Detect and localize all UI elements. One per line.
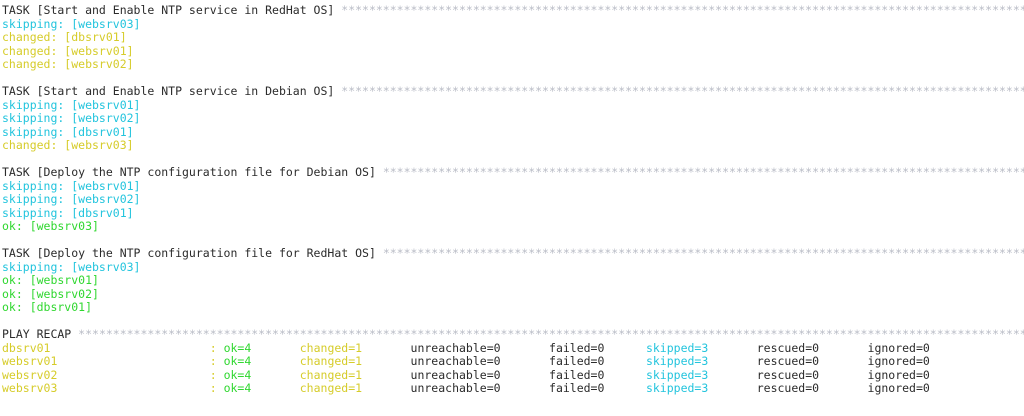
asterisk-separator: ****************************************… — [382, 246, 1024, 260]
recap-failed-count: failed=0 — [549, 367, 646, 382]
task-status-line: ok: [websrv01] — [2, 273, 1024, 288]
recap-unreachable-count: unreachable=0 — [410, 367, 550, 382]
line-text: skipping: [websrv03] — [2, 16, 141, 31]
recap-unreachable-count: unreachable=0 — [410, 381, 550, 395]
shell-prompt-line[interactable] — [2, 396, 1024, 410]
line-text: ok: [websrv03] — [2, 219, 99, 233]
recap-failed-count: failed=0 — [549, 354, 646, 368]
recap-rescued-count: rescued=0 — [756, 367, 868, 382]
recap-ok-count: ok=4 — [223, 367, 300, 382]
line-text: changed: [dbsrv01] — [2, 30, 127, 44]
recap-hostname: websrv01 — [2, 354, 210, 368]
line-text: skipping: [dbsrv01] — [2, 124, 134, 139]
task-status-line: skipping: [websrv01] — [2, 97, 1024, 113]
line-text: ok: [dbsrv01] — [2, 300, 93, 314]
play-recap-table: dbsrv01 : ok=4 changed=1 unreachable=0 f… — [2, 340, 1024, 396]
task-header-line: TASK [Start and Enable NTP service in De… — [2, 84, 1024, 99]
recap-skipped-count: skipped=3 — [645, 354, 757, 368]
recap-row: dbsrv01 : ok=4 changed=1 unreachable=0 f… — [2, 340, 1024, 356]
task-status-line: ok: [websrv02] — [2, 286, 1024, 302]
line-text: TASK [Start and Enable NTP service in Re… — [2, 3, 342, 17]
line-text: ok: [websrv02] — [2, 286, 99, 301]
recap-ignored-count: ignored=0 — [867, 354, 930, 368]
recap-colon: : — [209, 340, 224, 355]
blank-line — [2, 315, 1024, 329]
recap-failed-count: failed=0 — [549, 381, 646, 395]
asterisk-separator: ****************************************… — [78, 327, 1024, 341]
recap-colon: : — [209, 354, 224, 368]
line-text: TASK [Deploy the NTP configuration file … — [2, 246, 383, 260]
task-status-line: changed: [websrv02] — [2, 57, 1024, 72]
task-status-line: changed: [websrv01] — [2, 43, 1024, 59]
task-status-line: skipping: [dbsrv01] — [2, 124, 1024, 140]
recap-ignored-count: ignored=0 — [867, 367, 930, 382]
recap-hostname: dbsrv01 — [2, 340, 210, 355]
recap-failed-count: failed=0 — [549, 340, 646, 355]
task-status-line: skipping: [websrv02] — [2, 192, 1024, 207]
task-header-line: TASK [Start and Enable NTP service in Re… — [2, 3, 1024, 18]
task-status-line: ok: [websrv03] — [2, 219, 1024, 234]
recap-ok-count: ok=4 — [223, 354, 300, 368]
task-status-line: skipping: [websrv01] — [2, 178, 1024, 194]
asterisk-separator: ****************************************… — [382, 165, 1024, 179]
terminal-lines: TASK [Start and Enable NTP service in Re… — [2, 3, 1024, 342]
recap-row: websrv01 : ok=4 changed=1 unreachable=0 … — [2, 354, 1024, 369]
recap-ok-count: ok=4 — [223, 340, 300, 355]
line-text: ok: [websrv01] — [2, 273, 99, 287]
task-header-line: TASK [Deploy the NTP configuration file … — [2, 165, 1024, 180]
task-status-line: changed: [dbsrv01] — [2, 30, 1024, 45]
recap-row: websrv02 : ok=4 changed=1 unreachable=0 … — [2, 367, 1024, 383]
recap-skipped-count: skipped=3 — [645, 340, 757, 355]
recap-rescued-count: rescued=0 — [756, 340, 868, 355]
line-text: skipping: [websrv01] — [2, 178, 141, 193]
recap-changed-count: changed=1 — [299, 381, 411, 395]
line-text: skipping: [websrv02] — [2, 192, 141, 206]
recap-hostname: websrv03 — [2, 381, 210, 395]
task-header-line: TASK [Deploy the NTP configuration file … — [2, 246, 1024, 261]
recap-changed-count: changed=1 — [299, 340, 411, 355]
line-text: changed: [websrv03] — [2, 138, 134, 152]
task-status-line: skipping: [dbsrv01] — [2, 205, 1024, 221]
asterisk-separator: ****************************************… — [341, 84, 1024, 98]
asterisk-separator: ****************************************… — [341, 3, 1024, 17]
line-text: skipping: [websrv02] — [2, 111, 141, 125]
recap-ignored-count: ignored=0 — [867, 381, 930, 395]
recap-changed-count: changed=1 — [299, 367, 411, 382]
recap-colon: : — [209, 381, 224, 395]
line-text: TASK [Start and Enable NTP service in De… — [2, 84, 342, 98]
task-status-line: skipping: [websrv03] — [2, 259, 1024, 275]
recap-changed-count: changed=1 — [299, 354, 411, 368]
play-recap-header-line: PLAY RECAP *****************************… — [2, 327, 1024, 342]
recap-skipped-count: skipped=3 — [645, 367, 757, 382]
recap-colon: : — [209, 367, 224, 382]
line-text: skipping: [websrv01] — [2, 97, 141, 112]
line-text: changed: [websrv01] — [2, 43, 134, 58]
blank-line — [2, 234, 1024, 248]
recap-row: websrv03 : ok=4 changed=1 unreachable=0 … — [2, 381, 1024, 396]
recap-unreachable-count: unreachable=0 — [410, 340, 550, 355]
recap-hostname: websrv02 — [2, 367, 210, 382]
line-text: skipping: [dbsrv01] — [2, 205, 134, 220]
line-text: TASK [Deploy the NTP configuration file … — [2, 165, 383, 179]
blank-line — [2, 153, 1024, 167]
task-status-line: skipping: [websrv02] — [2, 111, 1024, 126]
recap-skipped-count: skipped=3 — [645, 381, 757, 395]
recap-ignored-count: ignored=0 — [867, 340, 930, 355]
line-text: PLAY RECAP — [2, 327, 79, 341]
task-status-line: changed: [websrv03] — [2, 138, 1024, 153]
task-status-line: ok: [dbsrv01] — [2, 300, 1024, 315]
recap-ok-count: ok=4 — [223, 381, 300, 395]
line-text: changed: [websrv02] — [2, 57, 134, 71]
line-text: skipping: [websrv03] — [2, 259, 141, 274]
blank-line — [2, 72, 1024, 86]
recap-rescued-count: rescued=0 — [756, 354, 868, 368]
recap-rescued-count: rescued=0 — [756, 381, 868, 395]
task-status-line: skipping: [websrv03] — [2, 16, 1024, 32]
recap-unreachable-count: unreachable=0 — [410, 354, 550, 368]
